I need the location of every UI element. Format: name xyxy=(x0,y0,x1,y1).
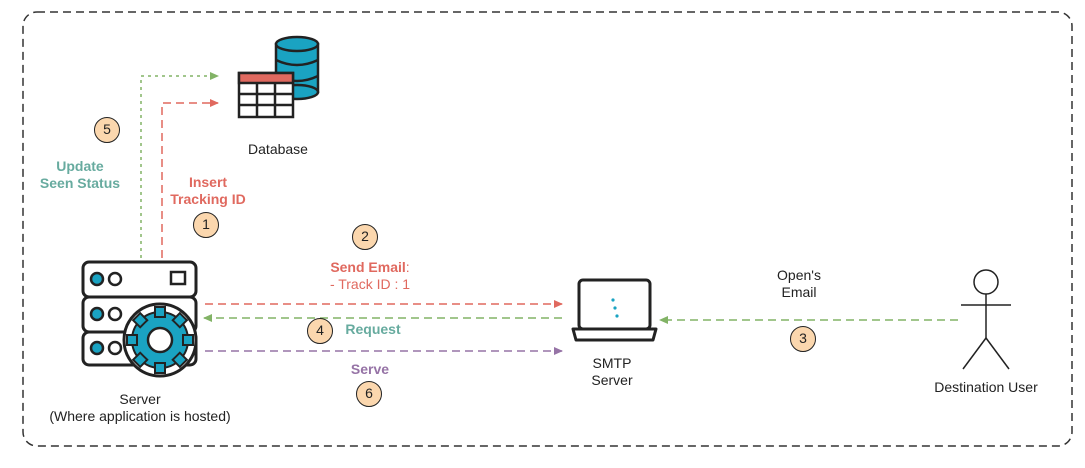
update-seen-label: Update Seen Status xyxy=(30,158,130,192)
open-email-line2: Email xyxy=(781,284,817,300)
gear-icon xyxy=(122,302,198,378)
open-email-line1: Open's xyxy=(777,267,821,283)
serve-label: Serve xyxy=(350,361,390,377)
user-label: Destination User xyxy=(934,379,1038,395)
step-badge-6: 6 xyxy=(356,381,382,407)
smtp-label-line1: SMTP xyxy=(592,355,632,371)
send-email-label: Send Email: - Track ID : 1 xyxy=(310,259,430,293)
user-icon xyxy=(961,269,1011,370)
outer-frame xyxy=(22,11,1073,447)
request-label: Request xyxy=(345,321,401,337)
edge-update-seen xyxy=(140,72,219,258)
database-label: Database xyxy=(248,141,308,157)
update-seen-line1: Update xyxy=(56,158,104,174)
open-email-label: Open's Email xyxy=(763,267,835,301)
step-badge-1: 1 xyxy=(193,212,219,238)
step-badge-2: 2 xyxy=(352,224,378,250)
step-badge-4: 4 xyxy=(307,318,333,344)
send-email-colon: : xyxy=(405,259,410,275)
insert-tracking-label: Insert Tracking ID xyxy=(163,174,253,208)
update-seen-line2: Seen Status xyxy=(39,175,121,191)
insert-tracking-line1: Insert xyxy=(188,174,228,190)
smtp-label-line2: Server xyxy=(591,372,633,388)
server-icon xyxy=(81,260,198,378)
insert-tracking-line2: Tracking ID xyxy=(170,191,246,207)
server-label: Server (Where application is hosted) xyxy=(20,391,260,425)
smtp-label: SMTP Server xyxy=(572,355,652,389)
server-label-line1: Server xyxy=(119,391,161,407)
server-label-line2: (Where application is hosted) xyxy=(49,408,231,424)
step-badge-3: 3 xyxy=(790,326,816,352)
send-email-detail: - Track ID : 1 xyxy=(329,276,411,292)
laptop-icon xyxy=(571,278,658,342)
database-icon xyxy=(237,35,320,119)
step-badge-5: 5 xyxy=(94,117,120,143)
send-email-title: Send Email xyxy=(330,259,406,275)
